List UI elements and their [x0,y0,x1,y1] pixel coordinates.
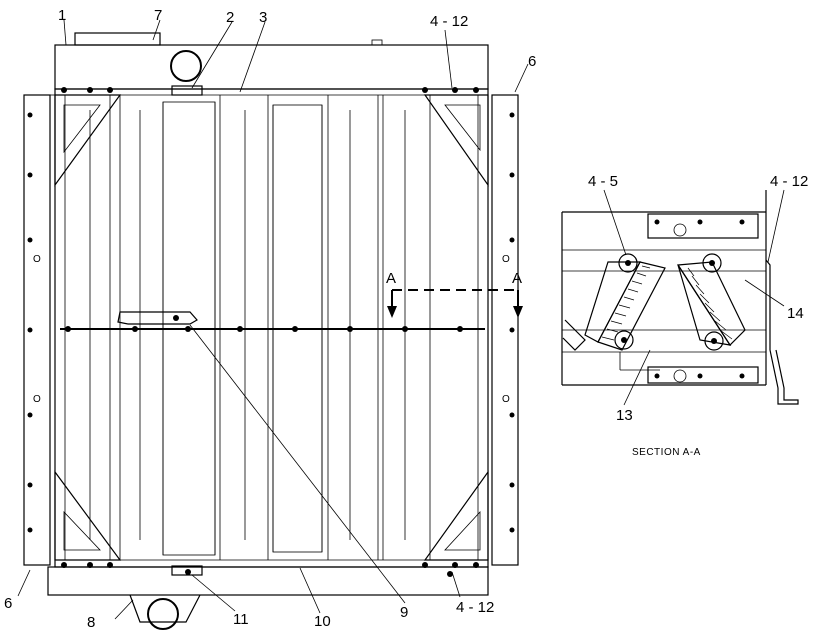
section-link-right [676,253,746,351]
bottom-clip [171,565,203,576]
section-link-left [562,253,666,351]
callout-8: 8 [87,614,95,631]
callout-3: 3 [259,9,267,26]
callout-labels: 1 7 2 3 4 - 12 6 6 8 11 10 9 4 - 12 A A [4,7,536,631]
callout-10: 10 [314,613,331,630]
top-pipe-outlet [170,50,202,82]
top-bracket-plate [74,32,161,46]
leader-lines [17,19,529,620]
section-a-a-detail: 4 - 5 4 - 12 14 13 SECTION A-A [561,173,808,458]
louver-strips [64,95,479,560]
section-caption: SECTION A-A [632,447,701,458]
callout-13: 13 [616,407,633,424]
main-assembly: O O O O [23,32,523,630]
top-header-bar [54,44,489,90]
section-arrow-left [387,306,397,318]
side-mark-right-upper: O [502,254,510,265]
callout-14: 14 [787,305,804,322]
left-side-rail [23,94,51,566]
callout-7: 7 [154,7,162,24]
callout-6-right: 6 [528,53,536,70]
side-mark-left-lower: O [33,394,41,405]
callout-4-12-top: 4 - 12 [430,13,468,30]
callout-4-12-bottom: 4 - 12 [456,599,494,616]
callout-2: 2 [226,9,234,26]
side-mark-left-upper: O [33,254,41,265]
side-mark-right-lower: O [502,394,510,405]
bottom-header-bar [47,566,489,596]
callout-4-12-section: 4 - 12 [770,173,808,190]
callout-11: 11 [233,611,249,628]
section-cut-line [387,289,523,318]
callout-9: 9 [400,604,408,621]
bolt-pattern [27,87,515,577]
section-arrow-right [513,306,523,318]
corner-gussets [54,94,489,561]
section-marker-left: A [386,270,396,287]
callout-1: 1 [58,7,66,24]
top-tab [371,39,383,46]
callout-4-5-section: 4 - 5 [588,173,618,190]
callout-6-left: 6 [4,595,12,612]
right-side-rail [491,94,519,566]
top-clip [171,85,203,96]
bottom-pipe-outlet [147,598,179,630]
latch-handle [117,311,198,325]
section-marker-right: A [512,270,522,287]
